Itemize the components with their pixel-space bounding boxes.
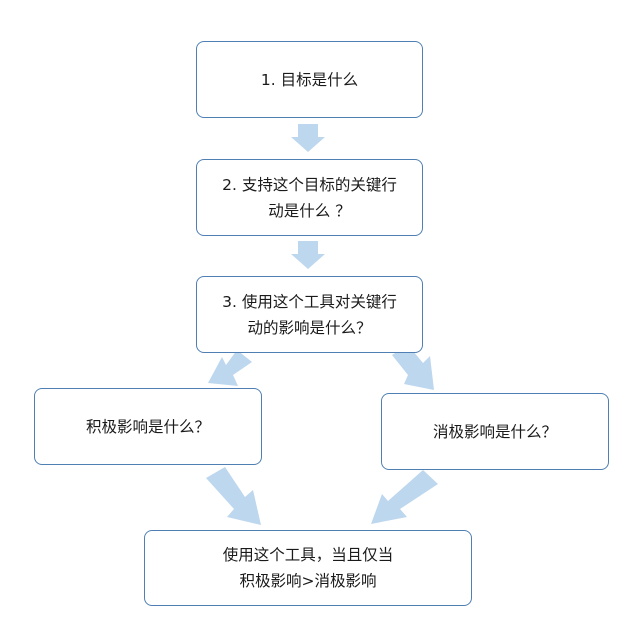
arrow-negative-to-conclusion <box>371 470 438 524</box>
step3-box: 3. 使用这个工具对关键行 动的影响是什么？ <box>196 276 423 353</box>
step1-text: 1. 目标是什么 <box>260 70 359 89</box>
positive-impact-box: 积极影响是什么？ <box>34 388 262 465</box>
conclusion-text-line1: 使用这个工具，当且仅当 <box>222 546 394 564</box>
negative-impact-text: 消极影响是什么？ <box>432 422 557 441</box>
conclusion-text-line2: 积极影响>消极影响 <box>239 572 377 590</box>
negative-impact-box: 消极影响是什么？ <box>381 393 609 470</box>
step2-box: 2. 支持这个目标的关键行 动是什么 ？ <box>196 159 423 236</box>
positive-impact-text: 积极影响是什么？ <box>85 417 210 436</box>
step2-text-line1: 2. 支持这个目标的关键行 <box>222 175 397 194</box>
step3-text-line2: 动的影响是什么？ <box>247 318 372 337</box>
conclusion-box: 使用这个工具，当且仅当 积极影响>消极影响 <box>144 530 472 606</box>
arrow-step1-to-step2 <box>291 124 325 152</box>
arrow-positive-to-conclusion <box>206 467 261 525</box>
arrow-step2-to-step3 <box>291 241 325 269</box>
arrow-step3-to-positive <box>208 350 252 386</box>
arrow-step3-to-negative <box>392 345 434 390</box>
step1-box: 1. 目标是什么 <box>196 41 423 118</box>
step2-text-line2: 动是什么 ？ <box>268 201 351 220</box>
step3-text-line1: 3. 使用这个工具对关键行 <box>222 292 397 311</box>
